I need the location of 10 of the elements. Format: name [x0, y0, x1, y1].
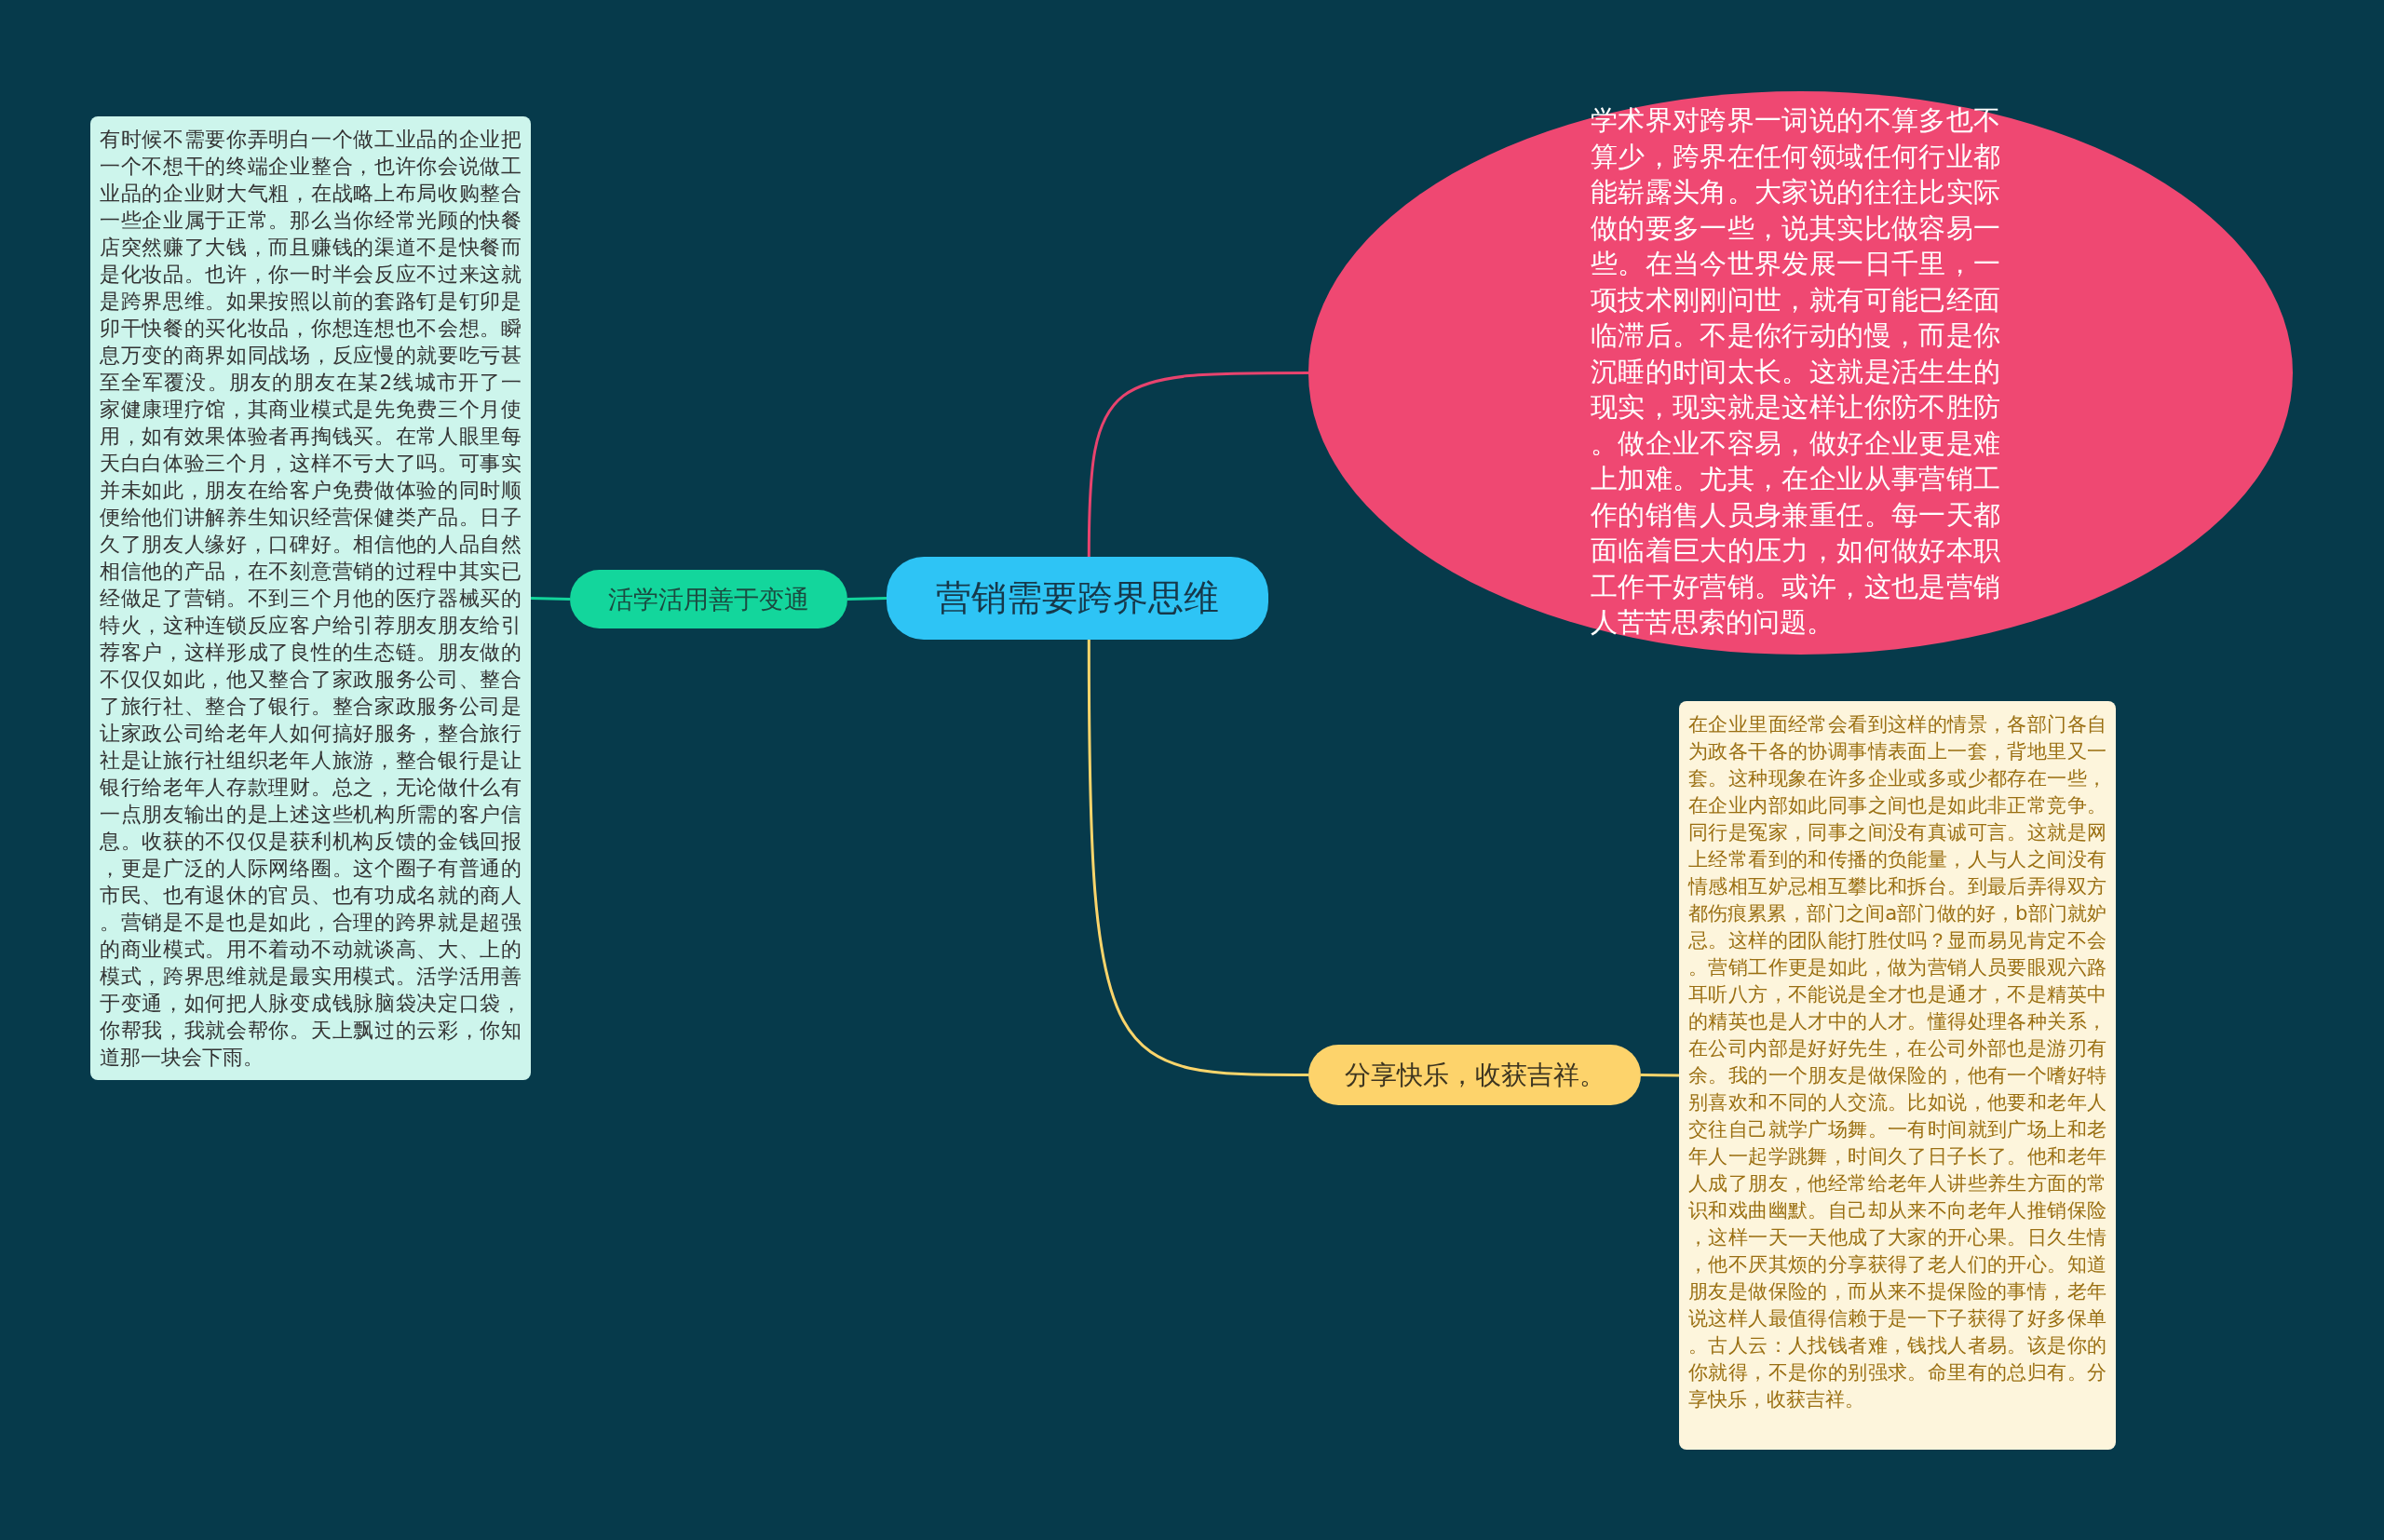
central-topic: 营销需要跨界思维 — [887, 557, 1268, 640]
text-card: 有时候不需要你弄明白一个做工业品的企业把一个不想干的终端企业整合，也许你会说做工业品的企业财大气粗，在战略上布局收购整合一些企业属于正常。那么当你经常光顾的快餐店突然赚了大钱，而且赚钱的渠道不是快餐而是化妆品。也许，你一时半会反应不过来这就是跨界思维。如果按照以前的套路钉是钉卯是卯干快餐的买化妆品，你想连想也不会想。瞬息万变的商界如同战场，反应慢的就要吃亏甚至全军覆没。朋友的朋友在某2线城市开了一家健康理疗馆，其商业模式是先免费三个月使用，如有效果体验者再掏钱买。在常人眼里每天白白体验三个月，这样不亏大了吗。可事实并未如此，朋友在给客户免费做体验的同时顺便给他们讲解养生知识经营保健类产品。日子久了朋友人缘好，口碑好。相信他的人品自然相信他的产品，在不刻意营销的过程中其实已经做足了营销。不到三个月他的医疗器械买的特火，这种连锁反应客户给引荐朋友朋友给引荐客户，这样形成了良性的生态链。朋友做的不仅仅如此，他又整合了家政服务公司、整合了旅行社、整合了银行。整合家政服务公司是让家政公司给老年人如何搞好服务，整合旅行社是让旅行社组织老年人旅游，整合银行是让银行给老年人存款理财。总之，无论做什么有一点朋友输出的是上述这些机构所需的客户信息。收获的不仅仅是获利机构反馈的金钱回报，更是广泛的人际网络圈。这个圈子有普通的市民、也有退休的官员、也有功成名就的商人。营销是不是也是如此，合理的跨界就是超强的商业模式。用不着动不动就谈高、大、上的模式，跨界思维就是最实用模式。活学活用善于变通，如何把人脉变成钱脉脑袋决定口袋，你帮我，我就会帮你。天上飘过的云彩，你知道那一块会下雨。 — [90, 116, 531, 1080]
branch-topic: 分享快乐，收获吉祥。 — [1308, 1045, 1641, 1105]
bubble-text: 学术界对跨界一词说的不算多也不算少，跨界在任何领域任何行业都能崭露头角。大家说的往往比实际做的要多一些，说其实比做容易一些。在当今世界发展一日千里，一项技术刚刚问世，就有可能已经面临滞后。不是你行动的慢，而是你沉睡的时间太长。这就是活生生的现实，现实就是这样让你防不胜防。做企业不容易，做好企业更是难上加难。尤其，在企业从事营销工作的销售人员身兼重任。每一天都面临着巨大的压力，如何做好本职工作干好营销。或许，这也是营销人苦苦思索的问题。 — [1591, 103, 2000, 640]
connector-line — [847, 597, 887, 601]
text-card: 在企业里面经常会看到这样的情景，各部门各自为政各干各的协调事情表面上一套，背地里又一套。这种现象在许多企业或多或少都存在一些，在企业内部如此同事之间也是如此非正常竞争。同行是冤家，同事之间没有真诚可言。这就是网上经常看到的和传播的负能量，人与人之间没有情感相互妒忌相互攀比和拆台。到最后弄得双方都伤痕累累，部门之间a部门做的好，b部门就妒忌。这样的团队能打胜仗吗？显而易见肯定不会。营销工作更是如此，做为营销人员要眼观六路耳听八方，不能说是全才也是通才，不是精英中的精英也是人才中的人才。懂得处理各种关系，在公司内部是好好先生，在公司外部也是游刃有余。我的一个朋友是做保险的，他有一个嗜好特别喜欢和不同的人交流。比如说，他要和老年人交往自己就学广场舞。一有时间就到广场上和老年人一起学跳舞，时间久了日子长了。他和老年人成了朋友，他经常给老年人讲些养生方面的常识和戏曲幽默。自己却从来不向老年人推销保险，这样一天一天他成了大家的开心果。日久生情，他不厌其烦的分享获得了老人们的开心。知道朋友是做保险的，而从来不提保险的事情，老年说这样人最值得信赖于是一下子获得了好多保单。古人云：人找钱者难，钱找人者易。该是你的你就得，不是你的别强求。命里有的总归有。分享快乐，收获吉祥。 — [1679, 701, 2116, 1450]
connector-line — [1087, 640, 1308, 1076]
branch-topic: 活学活用善于变通 — [570, 570, 847, 628]
connector-line — [530, 597, 571, 601]
connector-line — [1087, 371, 1308, 557]
